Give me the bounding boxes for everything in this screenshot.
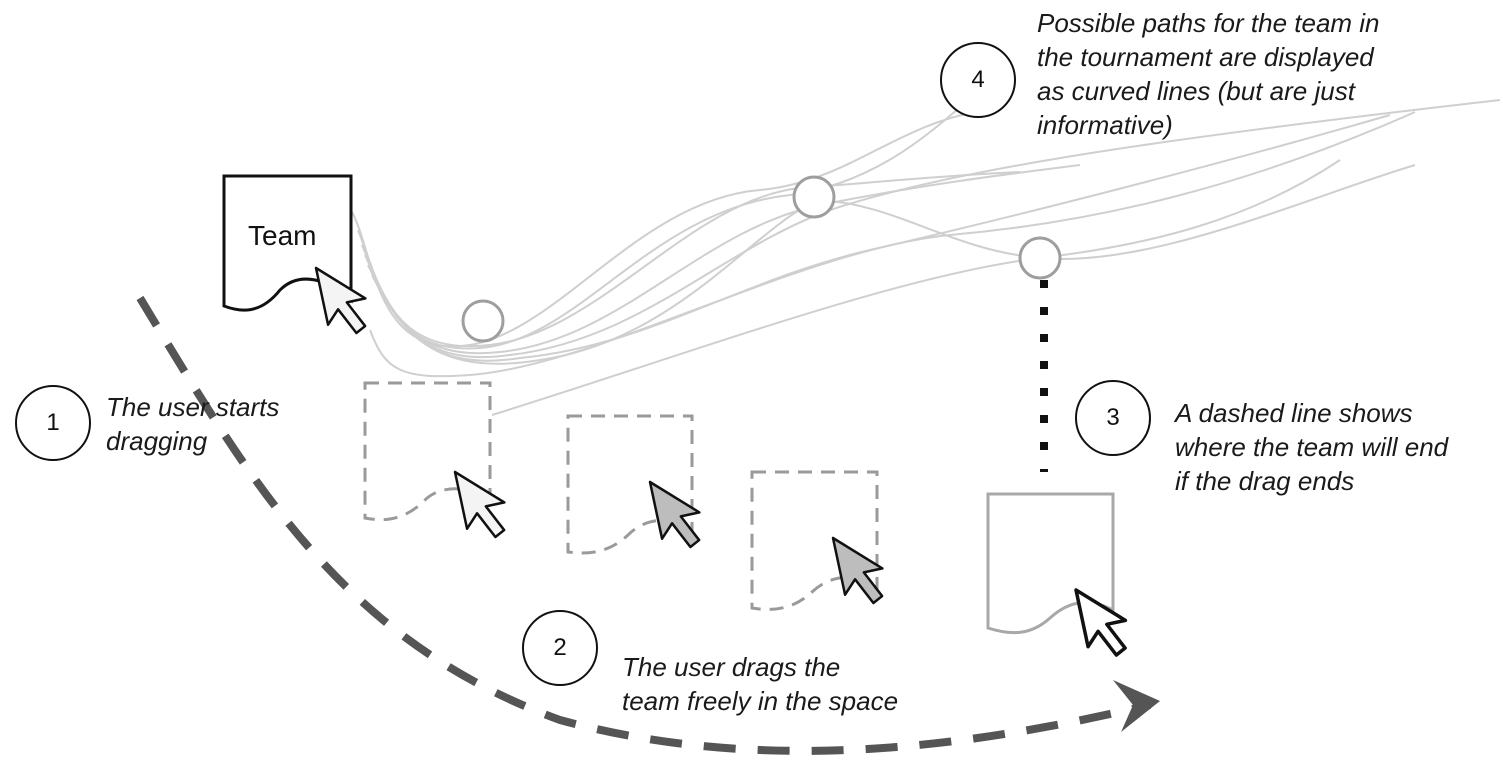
step-4-badge: 4 — [940, 42, 1016, 118]
path-line — [364, 164, 1081, 355]
drag-trajectory-arrow — [136, 295, 1151, 755]
bracket-node-circle — [461, 299, 505, 343]
step-1-annotation: The user starts dragging — [106, 390, 279, 458]
annotation-line: Possible paths for the team in — [1037, 8, 1380, 38]
ghost-card — [750, 470, 879, 611]
annotation-line: where the team will end — [1175, 432, 1449, 462]
tournament-path-lines — [351, 74, 1501, 416]
cursor-arrow-icon — [831, 528, 891, 610]
path-line — [361, 171, 1021, 348]
annotation-line: if the drag ends — [1175, 466, 1355, 496]
path-line — [351, 109, 991, 348]
annotation-line: A dashed line shows — [1175, 398, 1413, 428]
step-4-annotation: Possible paths for the team in the tourn… — [1037, 6, 1380, 142]
step-2-annotation: The user drags the team freely in the sp… — [622, 650, 898, 718]
path-line — [357, 74, 1001, 350]
step-3-annotation: A dashed line shows where the team will … — [1175, 396, 1448, 498]
annotation-line: team freely in the space — [622, 686, 899, 716]
step-1-badge: 1 — [15, 385, 91, 461]
path-line — [367, 99, 1501, 359]
cursor-arrow-icon — [648, 472, 708, 554]
annotation-line: The user drags the — [622, 652, 841, 682]
annotation-line: dragging — [106, 426, 208, 456]
team-card-label: Team — [248, 220, 317, 251]
bracket-node-circle — [792, 175, 836, 219]
annotation-line: as curved lines (but are just — [1037, 76, 1355, 106]
annotation-line: the tournament are displayed — [1037, 42, 1374, 72]
step-2-badge: 2 — [522, 610, 598, 686]
ghost-card — [566, 414, 694, 555]
annotation-line: informative) — [1037, 110, 1173, 140]
drag-arrowhead — [1113, 680, 1160, 732]
path-line — [491, 159, 1341, 416]
bracket-node-circle — [1018, 236, 1062, 280]
step-3-badge: 3 — [1075, 380, 1151, 456]
annotation-line: The user starts — [106, 392, 280, 422]
cursor-arrow-icon — [453, 462, 513, 544]
path-line — [369, 111, 1416, 378]
ghost-card — [363, 381, 492, 522]
